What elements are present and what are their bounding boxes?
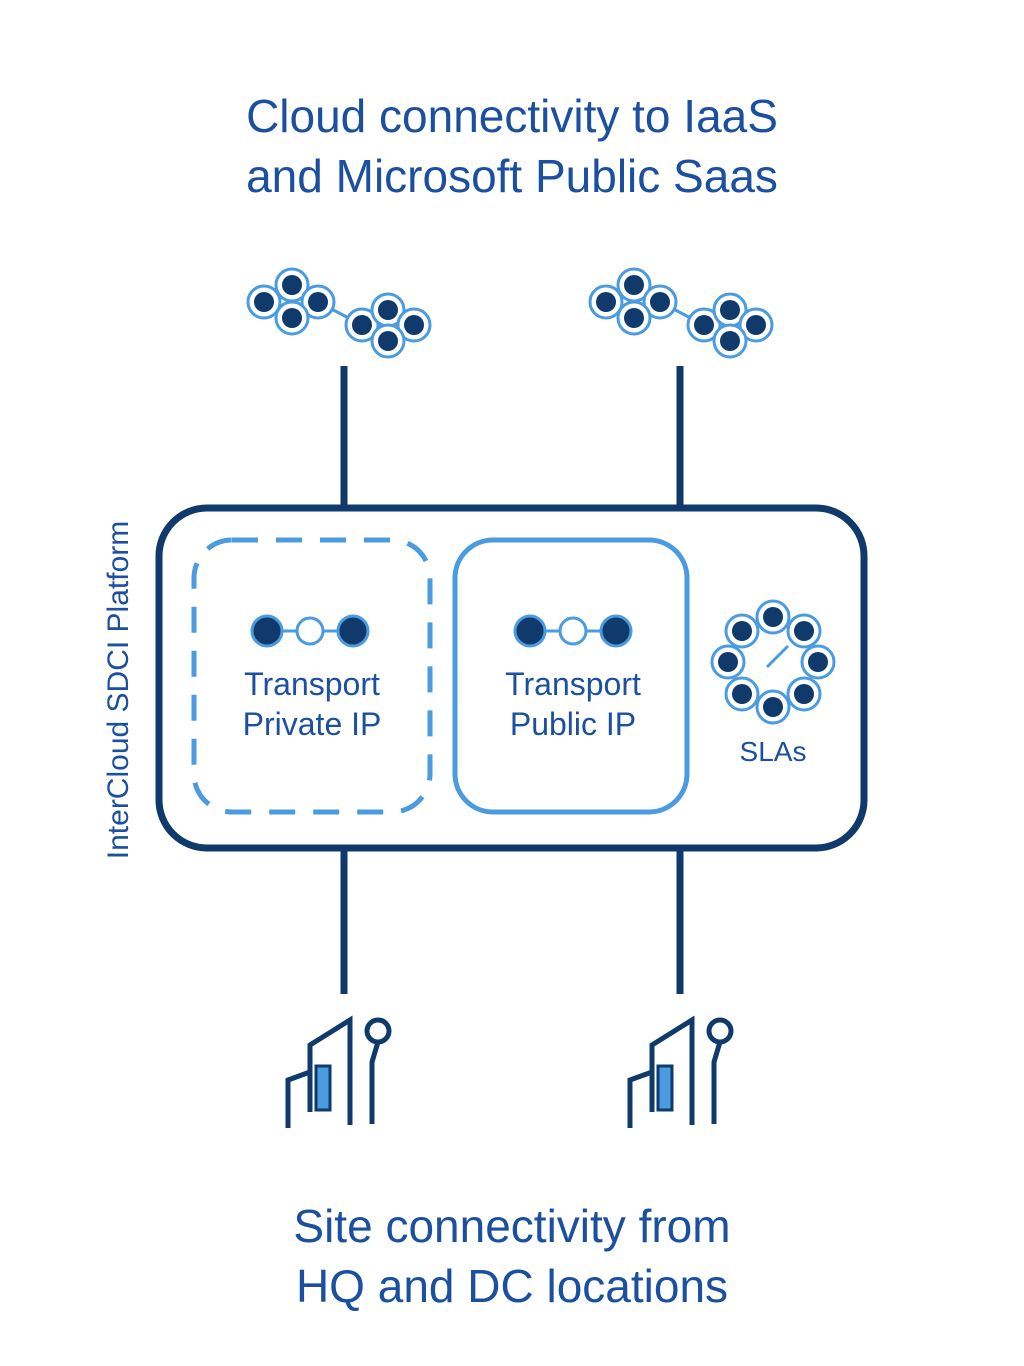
transport-private-ip-module: Transport Private IP xyxy=(191,537,433,815)
cloud-title-line1: Cloud connectivity to IaaS xyxy=(246,90,778,142)
public-ip-label-line1: Transport xyxy=(505,666,641,702)
cloud-network-icon xyxy=(588,267,774,359)
cloud-title-line2: and Microsoft Public Saas xyxy=(246,150,778,202)
slas-module: SLAs xyxy=(710,599,836,767)
building-icon xyxy=(627,1015,734,1128)
connector-lines xyxy=(340,366,684,994)
site-title-line1: Site connectivity from xyxy=(293,1200,731,1252)
private-ip-label-line1: Transport xyxy=(244,666,380,702)
public-ip-label-line2: Public IP xyxy=(510,706,636,742)
private-ip-label-line2: Private IP xyxy=(243,706,382,742)
slas-label: SLAs xyxy=(740,736,807,767)
platform-label: InterCloud SDCI Platform xyxy=(102,521,135,859)
site-connectivity-title: Site connectivity from HQ and DC locatio… xyxy=(0,1196,1024,1316)
cloud-connectivity-title: Cloud connectivity to IaaS and Microsoft… xyxy=(0,86,1024,206)
node-chain-icon xyxy=(513,614,633,648)
cloud-network-icon xyxy=(246,267,432,359)
transport-public-ip-module: Transport Public IP xyxy=(452,537,690,815)
building-icon xyxy=(285,1015,392,1128)
sla-gauge-icon xyxy=(710,599,836,725)
node-chain-icon xyxy=(250,614,370,648)
site-title-line2: HQ and DC locations xyxy=(295,1260,729,1312)
